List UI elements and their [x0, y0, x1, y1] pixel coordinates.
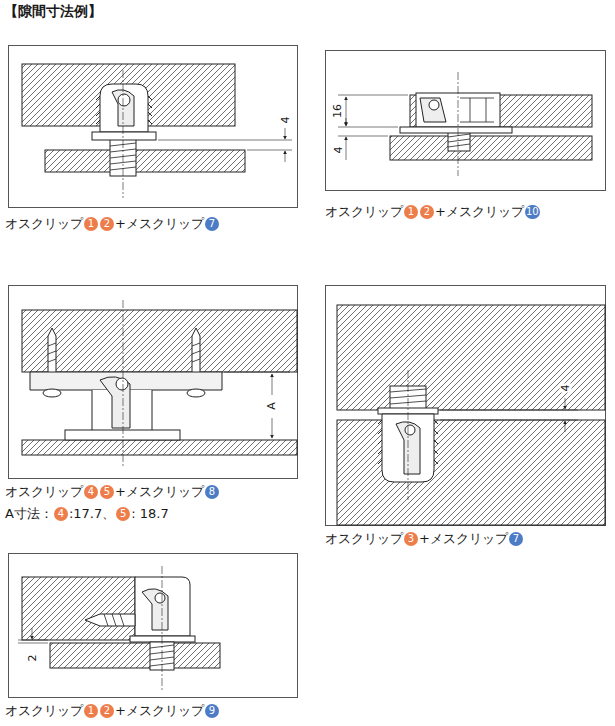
mclip-number: 10 [525, 205, 540, 219]
dimension-value: 2 [26, 654, 38, 663]
panel-4-figure [337, 305, 605, 525]
caption-line: A寸法：4:17.7、5: 18.7 [5, 506, 169, 522]
diagram-title: 【隙間寸法例】 [4, 3, 102, 21]
oclip-number: 1 [404, 205, 418, 219]
dimension-value: 4 [559, 384, 571, 393]
caption-text: オスクリップ [325, 531, 403, 547]
panel-frames [9, 46, 606, 698]
caption-text: オスクリップ [325, 204, 403, 220]
mclip-number: 7 [509, 532, 523, 546]
caption-text: +メスクリップ [115, 216, 204, 232]
caption-text: オスクリップ [5, 703, 83, 719]
oclip-number: 2 [420, 205, 434, 219]
mclip-number: 7 [205, 217, 219, 231]
oclip-number: 4 [84, 485, 98, 499]
oclip-number: 3 [404, 532, 418, 546]
panel-5-figure [18, 566, 220, 690]
caption-text: +メスクリップ [115, 703, 204, 719]
caption-line: オスクリップ12+メスクリップ10 [325, 204, 541, 220]
caption-text: +メスクリップ [419, 531, 508, 547]
caption-text: :17.7、 [69, 506, 115, 522]
mclip-number: 8 [205, 485, 219, 499]
panel-3-figure [22, 300, 297, 468]
caption-text: : 18.7 [131, 506, 168, 522]
mclip-number: 9 [205, 704, 219, 718]
caption-line: オスクリップ45+メスクリップ8 [5, 484, 220, 500]
oclip-number: 2 [100, 217, 114, 231]
dimension-value: 4 [332, 146, 344, 155]
caption-line: オスクリップ12+メスクリップ9 [5, 703, 220, 719]
oclip-number: 2 [100, 704, 114, 718]
oclip-number: 5 [100, 485, 114, 499]
caption-text: A寸法： [5, 506, 53, 522]
dimension-value: 16 [332, 103, 344, 119]
oclip-number: 1 [84, 217, 98, 231]
panel-2-figure [338, 72, 592, 176]
caption-text: オスクリップ [5, 484, 83, 500]
panel-1-figure [22, 64, 292, 198]
dimension-value: 4 [279, 116, 291, 125]
oclip-number: 5 [116, 507, 130, 521]
dimension-value: A [266, 401, 278, 411]
caption-text: オスクリップ [5, 216, 83, 232]
caption-text: +メスクリップ [115, 484, 204, 500]
caption-line: オスクリップ12+メスクリップ7 [5, 216, 220, 232]
oclip-number: 1 [84, 704, 98, 718]
caption-line: オスクリップ3+メスクリップ7 [325, 531, 524, 547]
oclip-number: 4 [54, 507, 68, 521]
caption-text: +メスクリップ [435, 204, 524, 220]
